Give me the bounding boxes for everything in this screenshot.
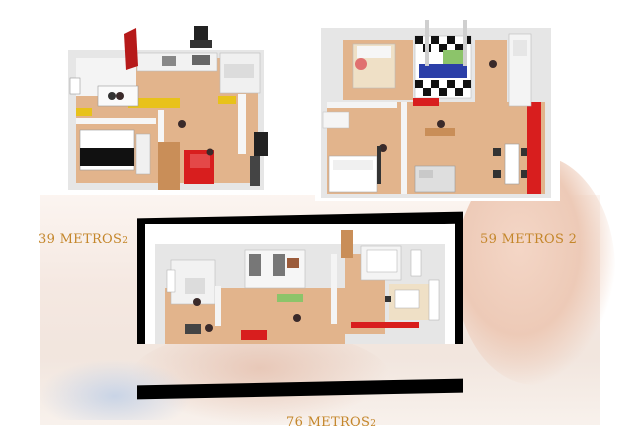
plan-frame-right bbox=[455, 216, 463, 344]
plan-39-caption-text: 39 METROS bbox=[38, 232, 123, 247]
plan-59-caption: 59 METROS 2 bbox=[480, 232, 577, 247]
plan-39-caption: 39 METROS2 bbox=[38, 232, 128, 247]
plan-76-caption-text: 76 METROS bbox=[286, 415, 371, 430]
floor-plan-39 bbox=[62, 20, 287, 195]
plan-59-caption-text: 59 METROS 2 bbox=[480, 232, 578, 247]
floor-plan-59 bbox=[315, 6, 560, 201]
plan-39-caption-suffix: 2 bbox=[122, 236, 129, 246]
plan-76-caption-suffix: 2 bbox=[370, 419, 377, 429]
floor-plan-76 bbox=[145, 224, 455, 344]
plan-76-caption: 76 METROS2 bbox=[286, 415, 376, 430]
plan-frame-left bbox=[137, 220, 145, 344]
